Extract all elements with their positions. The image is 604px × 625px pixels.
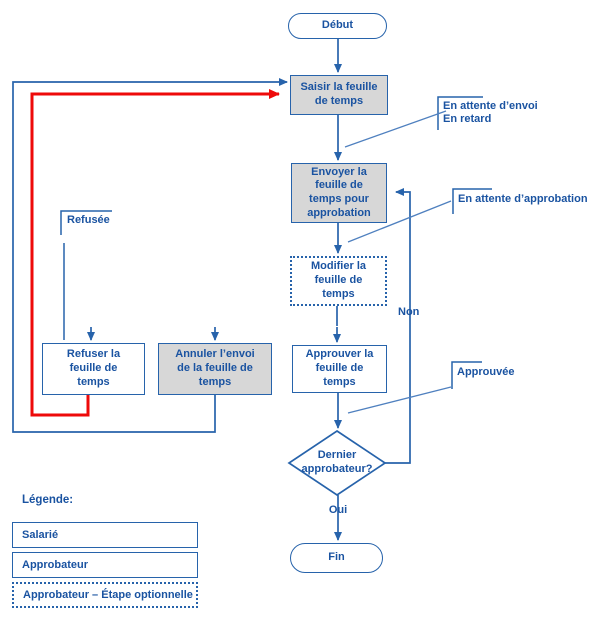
edge-annuler-loop <box>12 78 288 433</box>
node-annuler-envoi: Annuler l’envoi de la feuille de temps <box>158 343 272 395</box>
leader-approuvee <box>347 386 452 414</box>
leader-attente-approbation <box>347 200 452 243</box>
node-refuser-feuille: Refuser la feuille de temps <box>42 343 145 395</box>
legend-title: Légende: <box>22 494 74 506</box>
node-modifier-feuille: Modifier la feuille de temps <box>290 256 387 306</box>
label-refusee: Refusée <box>67 214 110 226</box>
bracket-approuvee <box>451 361 482 389</box>
label-non: Non <box>398 306 420 318</box>
callout-en-attente-approbation: En attente d’approbation <box>458 193 588 205</box>
bracket-attente-envoi <box>437 96 483 130</box>
callout-en-attente-envoi: En attente d’envoi En retard <box>443 100 538 126</box>
leader-attente-envoi <box>344 110 447 148</box>
node-saisir-feuille: Saisir la feuille de temps <box>290 75 388 115</box>
legend-item-salarie: Salarié <box>12 522 198 548</box>
node-envoyer-feuille: Envoyer la feuille de temps pour approba… <box>291 163 387 223</box>
node-approuver-feuille: Approuver la feuille de temps <box>292 345 387 393</box>
decision-diamond-shape <box>287 429 387 497</box>
decision-dernier-approbateur: Dernier approbateur? <box>301 449 373 475</box>
edge-refuser-loop-red <box>30 89 280 417</box>
legend-item-approbateur: Approbateur <box>12 552 198 578</box>
bracket-attente-approbation <box>452 188 492 214</box>
callout-approuvee: Approuvée <box>457 366 515 378</box>
bracket-refusee <box>60 210 112 235</box>
node-fin: Fin <box>290 543 383 573</box>
legend-item-approbateur-optionnel: Approbateur – Étape optionnelle <box>12 582 198 608</box>
node-debut: Début <box>288 13 387 39</box>
label-oui: Oui <box>328 504 348 516</box>
edge-non-loop <box>385 188 411 464</box>
